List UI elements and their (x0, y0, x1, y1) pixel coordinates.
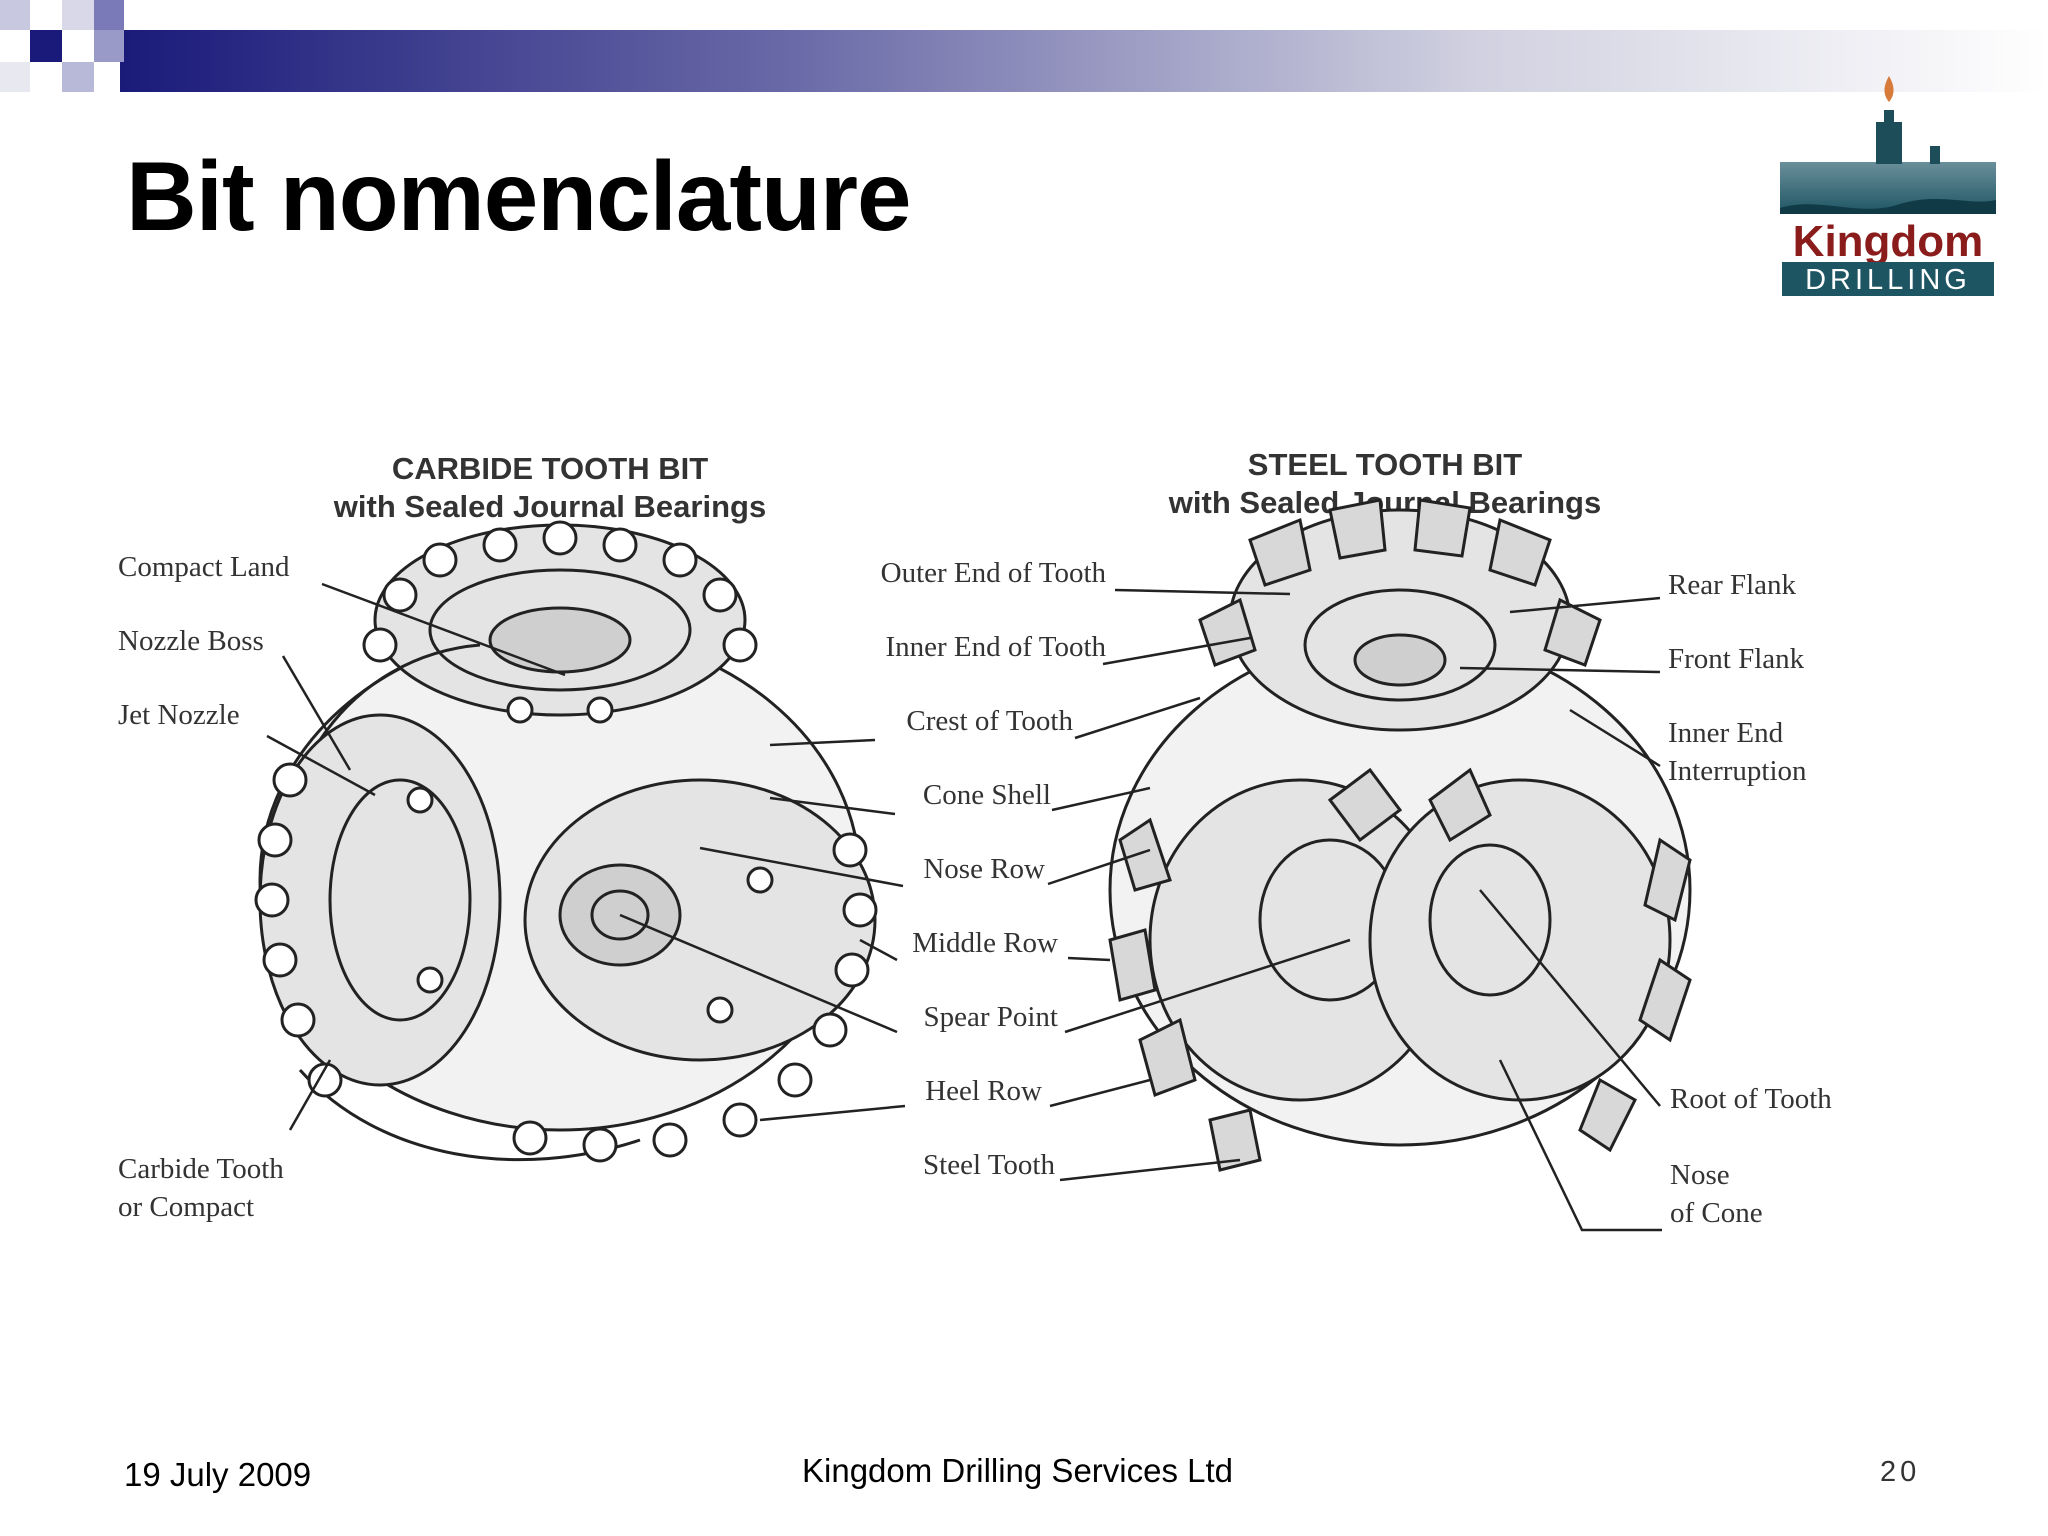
carbide-bit-heading-line1: CARBIDE TOOTH BIT (391, 451, 709, 486)
carbide-bit-heading-line2: with Sealed Journal Bearings (333, 489, 767, 524)
label-nose-of-cone-line1: Nose (1670, 1159, 1730, 1191)
leader-nozzle-boss (281, 655, 352, 771)
leader-carbide-spear-point (619, 913, 898, 1034)
label-front-flank: Front Flank (1668, 643, 1805, 675)
leader-carbide-nose-row (699, 846, 904, 888)
logo-subtitle: DRILLING (1805, 264, 1971, 296)
footer-company: Kingdom Drilling Services Ltd (802, 1452, 1234, 1489)
label-inner-end-interruption-line2: Interruption (1668, 755, 1807, 787)
banner-square-5 (62, 62, 94, 92)
header-banner (0, 0, 2048, 92)
label-steel-tooth: Steel Tooth (923, 1149, 1055, 1181)
leader-carbide-crest (769, 738, 876, 747)
logo-castle-icon (1876, 110, 1940, 164)
banner-square-7 (0, 62, 30, 92)
carbide-cone-right (523, 778, 877, 1062)
steel-bit-illustration (1108, 498, 1692, 1172)
label-spear-point: Spear Point (923, 1001, 1058, 1033)
carbide-bit-illustration (254, 520, 878, 1163)
bit-diagram: CARBIDE TOOTH BIT with Sealed Journal Be… (0, 420, 2048, 1300)
logo-name: Kingdom (1793, 217, 1984, 266)
label-outer-end-of-tooth: Outer End of Tooth (880, 557, 1106, 589)
banner-square-4 (94, 30, 124, 62)
banner-square-1 (0, 0, 30, 30)
leader-root-of-tooth (1479, 889, 1661, 1107)
leader-heel-row (1049, 1078, 1151, 1108)
leader-cone-shell (1051, 786, 1151, 812)
logo-flame-icon (1884, 76, 1894, 102)
leader-front-flank (1459, 666, 1661, 674)
leader-carbide-middle-row (859, 938, 898, 962)
leader-middle-row (1067, 956, 1111, 962)
label-heel-row: Heel Row (925, 1075, 1042, 1107)
leader-inner-end (1102, 636, 1251, 666)
leader-crest (1074, 696, 1201, 740)
footer-date: 19 July 2009 (124, 1456, 312, 1493)
kingdom-drilling-logo: Kingdom DRILLING (1780, 76, 1996, 296)
label-crest-of-tooth: Crest of Tooth (906, 705, 1073, 737)
leader-rear-flank (1509, 596, 1661, 614)
label-nozzle-boss: Nozzle Boss (118, 625, 264, 657)
banner-square-6 (94, 0, 124, 30)
leader-compact-land (321, 582, 566, 677)
label-inner-end-interruption-line1: Inner End (1668, 717, 1784, 749)
label-nose-row: Nose Row (923, 853, 1045, 885)
label-cone-shell: Cone Shell (922, 779, 1051, 811)
leader-carbide-heel-row (759, 1104, 906, 1122)
leader-nose-row (1047, 848, 1151, 886)
label-root-of-tooth: Root of Tooth (1670, 1083, 1832, 1115)
leader-inner-end-interruption (1569, 708, 1661, 768)
banner-square-3 (62, 0, 94, 30)
label-compact-land: Compact Land (118, 551, 290, 583)
steel-bit-heading: STEEL TOOTH BIT with Sealed Journal Bear… (1085, 446, 1685, 522)
leader-nose-of-cone (1498, 1059, 1662, 1232)
label-carbide-tooth-line2: or Compact (118, 1191, 255, 1223)
label-inner-end-of-tooth: Inner End of Tooth (885, 631, 1106, 663)
banner-bar (120, 30, 2048, 92)
steel-cone-right (1368, 778, 1672, 1102)
label-rear-flank: Rear Flank (1668, 569, 1797, 601)
slide-title: Bit nomenclature (126, 141, 911, 251)
label-nose-of-cone: Nose of Cone (1670, 1156, 1763, 1232)
label-carbide-tooth: Carbide Tooth or Compact (118, 1150, 284, 1226)
label-jet-nozzle: Jet Nozzle (118, 699, 240, 731)
logo-subtitle-box (1782, 262, 1994, 296)
bit-drawings (254, 498, 1692, 1232)
label-nose-of-cone-line2: of Cone (1670, 1197, 1763, 1229)
leader-steel-tooth (1059, 1158, 1241, 1182)
steel-bit-heading-line1: STEEL TOOTH BIT (1247, 447, 1523, 482)
leader-outer-end (1114, 588, 1291, 596)
footer-page-number: 20 (1880, 1456, 1921, 1488)
label-carbide-tooth-line1: Carbide Tooth (118, 1153, 284, 1185)
leader-lines (266, 582, 1662, 1232)
label-inner-end-interruption: Inner End Interruption (1668, 714, 1807, 790)
banner-square-2 (30, 30, 62, 62)
label-middle-row: Middle Row (912, 927, 1058, 959)
leader-spear-point (1064, 938, 1351, 1034)
leader-carbide-cone-shell (769, 796, 896, 816)
carbide-bit-heading: CARBIDE TOOTH BIT with Sealed Journal Be… (250, 450, 850, 526)
leader-carbide-tooth (288, 1059, 332, 1131)
logo-wave-icon (1780, 198, 1996, 214)
leader-jet-nozzle (266, 734, 376, 797)
